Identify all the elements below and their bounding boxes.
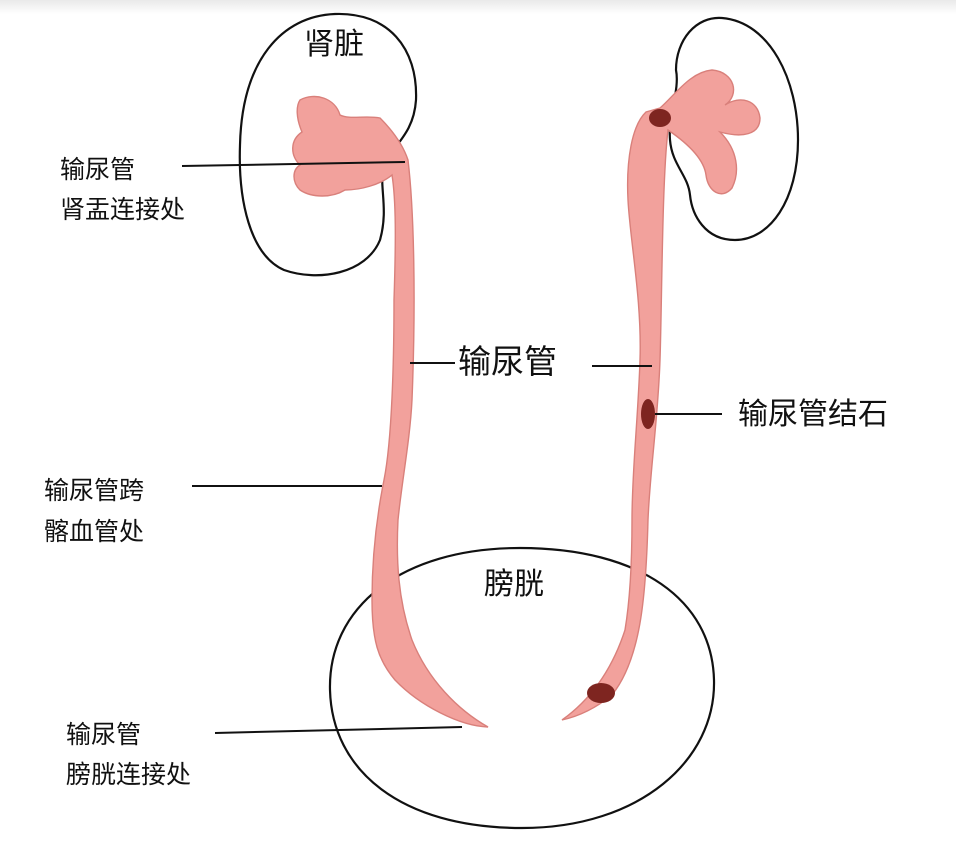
ureter-stone-label: 输尿管结石 xyxy=(738,397,888,432)
leader-uvj xyxy=(214,726,463,734)
left-ureter xyxy=(292,95,489,728)
right-kidney-outline xyxy=(668,16,800,242)
top-shadow xyxy=(0,0,956,14)
ureter-label: 输尿管 xyxy=(458,342,557,381)
uvj-label: 输尿管 膀胱连接处 xyxy=(66,720,192,789)
leader-upj xyxy=(181,161,406,167)
iliac-crossing-label: 输尿管跨 髂血管处 xyxy=(44,476,145,547)
kidney-label: 肾脏 xyxy=(304,27,364,62)
upj-label: 输尿管 肾盂连接处 xyxy=(60,155,186,224)
bladder-label: 膀胱 xyxy=(484,567,544,602)
stone-pelvis xyxy=(649,109,671,127)
right-ureter xyxy=(561,69,761,721)
left-kidney-outline xyxy=(238,12,418,277)
stone-mid-ureter xyxy=(641,399,655,429)
bladder-outline xyxy=(328,546,716,830)
stone-bladder xyxy=(587,683,615,703)
